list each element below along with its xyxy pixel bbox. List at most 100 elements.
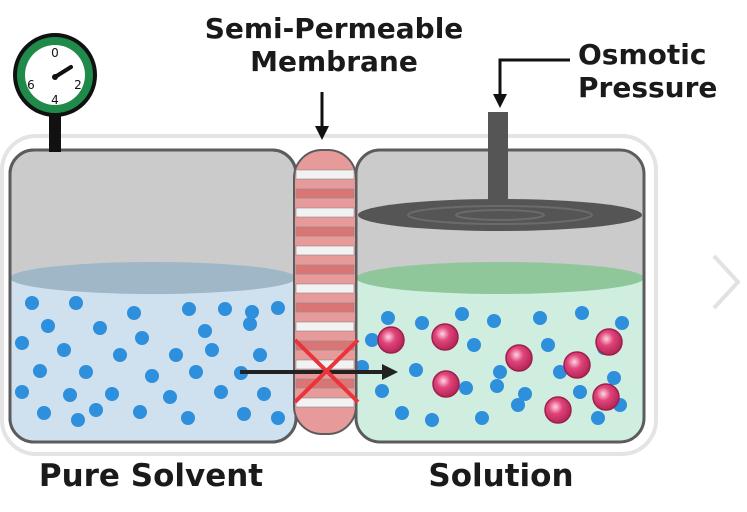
gauge-needle [53,65,73,79]
solvent-particle [381,311,395,325]
pressure-pointer [493,58,570,108]
solvent-particle [615,316,629,330]
membrane-band [295,169,355,180]
solvent-particle [467,338,481,352]
gauge-tick-6: 6 [27,78,35,92]
membrane-band [295,264,355,275]
membrane-band [295,207,355,218]
solvent-particle [33,364,47,378]
left-liquid-surface [10,262,296,294]
solvent-particle [425,413,439,427]
solvent-particle [459,381,473,395]
solvent-particle [218,302,232,316]
chevron-right-icon [712,254,740,310]
blocked-flow-indicator [240,338,398,404]
solvent-particle [71,413,85,427]
pressure-label-line2: Pressure [578,71,718,105]
solvent-particle [245,305,259,319]
gauge-stem [49,116,61,152]
solute-particle [432,370,460,398]
solvent-particle [518,387,532,401]
gauge-tick-0: 0 [51,46,59,60]
solvent-particle [271,411,285,425]
gauge-tick-2: 2 [74,78,82,92]
right-solute-particles [377,323,623,424]
solvent-particle [69,296,83,310]
solvent-particle [271,301,285,315]
membrane-band [295,226,355,237]
solvent-particle [493,365,507,379]
solvent-particle [169,348,183,362]
solvent-particle [15,336,29,350]
membrane-band [295,302,355,313]
solvent-particle [490,379,504,393]
solvent-particle [63,388,77,402]
solute-particle [505,344,533,372]
solvent-particle [607,371,621,385]
membrane-pointer [315,92,329,140]
solute-particle [595,328,623,356]
solvent-particle [133,405,147,419]
membrane-label: Semi-Permeable Membrane [178,12,490,78]
gauge-hub [52,74,58,80]
solution-label: Solution [428,458,574,494]
piston [358,112,642,231]
solvent-particle [37,406,51,420]
gauge-tick-4: 4 [51,93,59,107]
solute-particle [377,326,405,354]
pure-solvent-label: Pure Solvent [38,458,264,494]
membrane-label-line2: Membrane [250,45,418,79]
solvent-particle [243,317,257,331]
membrane-band [295,283,355,294]
membrane-band [295,321,355,332]
solvent-particle [395,406,409,420]
membrane-label-line1: Semi-Permeable [204,12,464,45]
solvent-particle [205,343,219,357]
solvent-particle [181,411,195,425]
solvent-particle [41,319,55,333]
left-liquid [10,278,296,442]
solvent-particle [591,411,605,425]
membrane-band [295,378,355,389]
solvent-particle [89,403,103,417]
solvent-particle [214,385,228,399]
solvent-particle [93,321,107,335]
solvent-particle [409,363,423,377]
membrane-pointer-head [315,126,329,140]
solvent-particle [15,385,29,399]
solvent-particle [189,365,203,379]
right-liquid-surface [356,262,644,294]
left-container [8,148,298,444]
solute-particle [563,351,591,379]
solvent-particle [113,348,127,362]
solvent-particle [553,365,567,379]
piston-plate-ring [407,205,593,225]
solvent-particle [105,387,119,401]
pressure-pointer-head [493,94,507,108]
solvent-particle [57,343,71,357]
pressure-pointer-line [498,58,570,96]
pressure-label-line1: Osmotic [578,38,707,71]
next-slide-button[interactable] [706,250,742,314]
cross-line-2 [293,338,360,404]
solvent-particle [375,384,389,398]
solvent-particle [415,316,429,330]
piston-rod [488,112,508,218]
solvent-particle [25,296,39,310]
solvent-particle [575,306,589,320]
solvent-particle [487,314,501,328]
solvent-particle [475,411,489,425]
solvent-particle [257,387,271,401]
membrane-band [295,188,355,199]
solvent-particle [237,407,251,421]
solvent-particle [573,385,587,399]
solute-particle [431,323,459,351]
solvent-particle [511,398,525,412]
osmotic-pressure-label: Osmotic Pressure [578,38,747,104]
solvent-particle [253,348,267,362]
solvent-particle [541,338,555,352]
solvent-particle [145,369,159,383]
solvent-particle [127,306,141,320]
